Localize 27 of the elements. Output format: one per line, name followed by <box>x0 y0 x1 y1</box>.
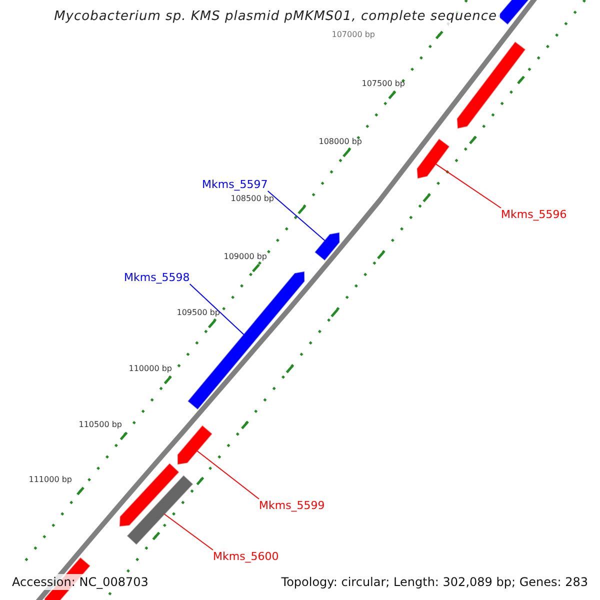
tick-label: 109500 bp <box>176 308 220 317</box>
genome-summary-text: Topology: circular; Length: 302,089 bp; Genes: 283 <box>279 574 590 590</box>
tick-label: 111000 bp <box>28 475 72 484</box>
tick-label: 110000 bp <box>128 364 172 373</box>
leader-line <box>189 284 244 336</box>
tick-label: 110500 bp <box>78 420 122 429</box>
leader-line <box>164 514 214 550</box>
gene-label: Mkms_5596 <box>501 208 567 221</box>
gene-block <box>314 232 340 261</box>
gene-label: Mkms_5597 <box>202 178 268 191</box>
tick-label: 108000 bp <box>318 137 362 146</box>
gene-block <box>177 425 212 465</box>
leader-line <box>267 190 326 242</box>
gene-block <box>456 42 526 129</box>
gene-block <box>119 463 180 527</box>
tick-label: 107000 bp <box>332 30 375 39</box>
gene-label: Mkms_5600 <box>213 550 279 563</box>
tick-label: 108500 bp <box>230 194 274 203</box>
leader-line <box>196 450 260 500</box>
gene-label: Mkms_5599 <box>259 499 325 512</box>
tick-label: 109000 bp <box>224 252 267 261</box>
accession-text: Accession: NC_008703 <box>10 574 150 590</box>
leader-line <box>435 164 502 208</box>
tick-label: 107500 bp <box>362 79 405 88</box>
gene-block <box>126 475 194 545</box>
gene-label: Mkms_5598 <box>124 271 190 284</box>
gene-block <box>416 138 450 179</box>
